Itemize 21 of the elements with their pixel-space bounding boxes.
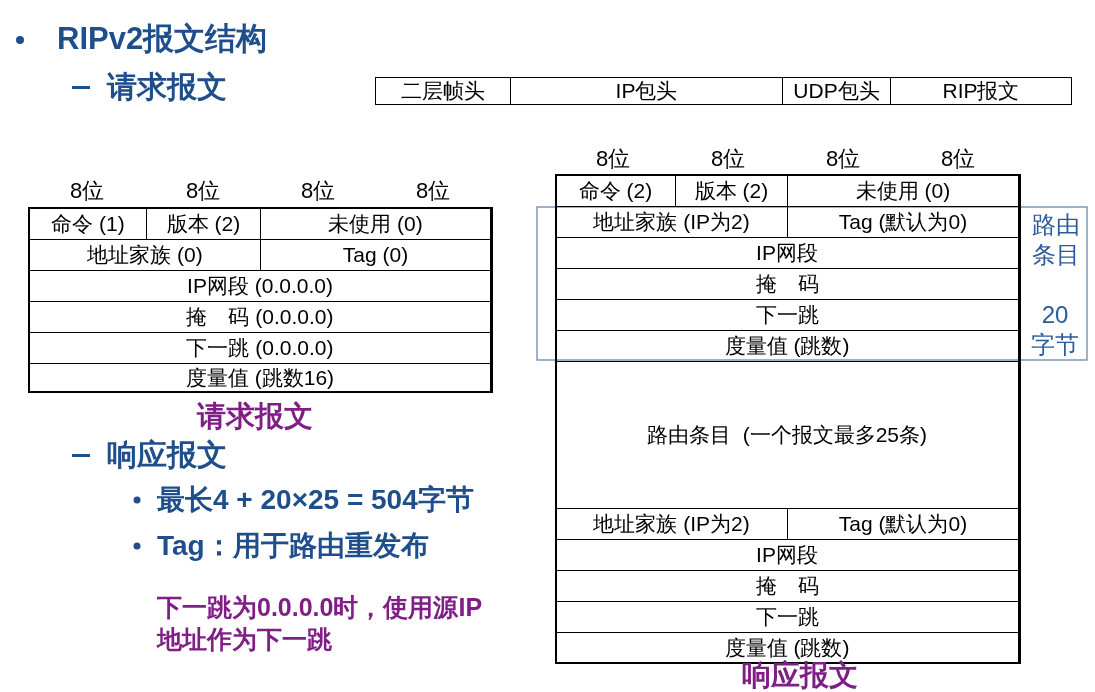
bit-width-label: 8位 bbox=[68, 177, 106, 205]
bit-width-label: 8位 bbox=[939, 145, 977, 173]
note-text: 下一跳为0.0.0.0时，使用源IP地址作为下一跳 bbox=[157, 591, 484, 655]
packet-field: UDP包头 bbox=[782, 77, 891, 105]
packet-field: RIP报文 bbox=[890, 77, 1072, 105]
slide-title: RIPv2报文结构 bbox=[57, 20, 269, 58]
bullet-heading: 响应报文 bbox=[107, 436, 228, 473]
bit-width-label: 8位 bbox=[824, 145, 862, 173]
bullet-item: Tag：用于路由重发布 bbox=[157, 529, 430, 563]
bit-width-label: 8位 bbox=[594, 145, 632, 173]
bracket-label: 路由条目 bbox=[1031, 210, 1081, 270]
bit-width-label: 8位 bbox=[709, 145, 747, 173]
packet-field: IP包头 bbox=[510, 77, 783, 105]
bracket-label: 20字节 bbox=[1030, 300, 1080, 360]
bit-width-label: 8位 bbox=[299, 177, 337, 205]
bit-width-label: 8位 bbox=[414, 177, 452, 205]
bullet-item: 最长4 + 20×25 = 504字节 bbox=[157, 483, 475, 517]
bit-width-label: 8位 bbox=[184, 177, 222, 205]
packet-field: 二层帧头 bbox=[375, 77, 511, 105]
figure-caption: 请求报文 bbox=[195, 399, 314, 434]
bullet-heading: 请求报文 bbox=[107, 68, 228, 105]
